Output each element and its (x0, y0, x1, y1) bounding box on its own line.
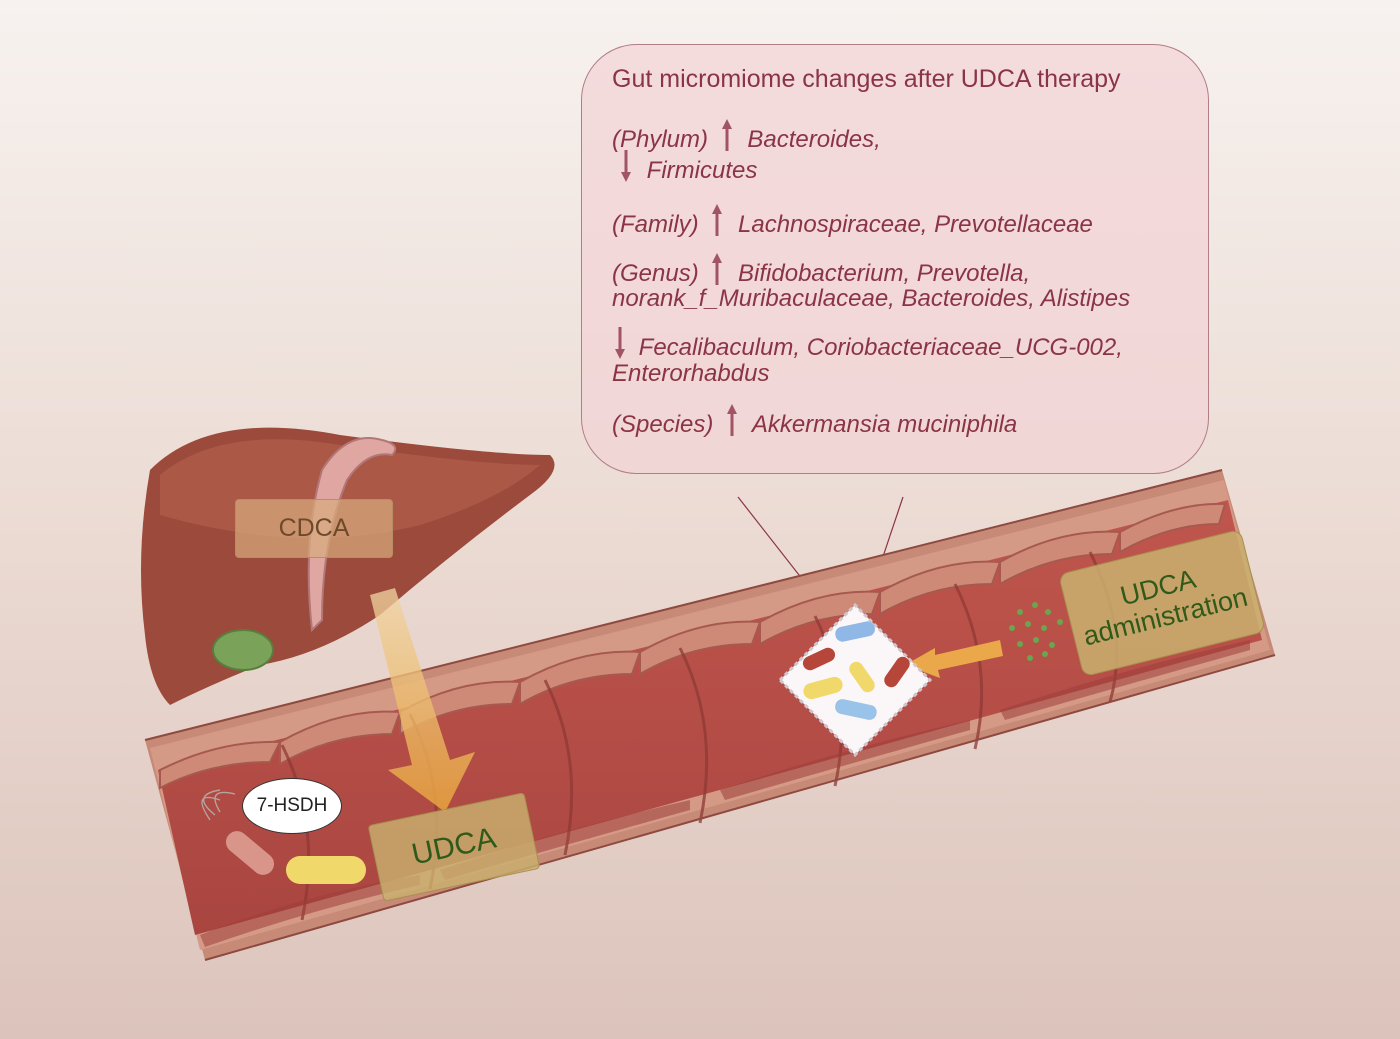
enzyme-label-oval: 7-HSDH (242, 778, 342, 834)
phylum-line: (Phylum) Bacteroides, (612, 117, 881, 154)
up-arrow-icon (727, 404, 738, 436)
genus-line: (Genus) Bifidobacterium, Prevotella, (612, 251, 1030, 288)
species-tag: (Species) (612, 411, 714, 438)
family-tag: (Family) (612, 211, 699, 238)
genus-down-line-2: Enterorhabdus (612, 360, 769, 388)
family-up: Lachnospiraceae, Prevotellaceae (738, 211, 1093, 238)
genus-tag: (Genus) (612, 260, 699, 287)
administration-arrow (905, 640, 1003, 678)
genus-up-2: norank_f_Muribaculaceae, Bacteroides, Al… (612, 285, 1131, 312)
down-arrow-icon (621, 150, 631, 182)
udca-gut-label: UDCA (408, 821, 499, 872)
phylum-down: Firmicutes (646, 157, 758, 184)
phylum-down-line: Firmicutes (620, 148, 757, 185)
cdca-to-udca-arrow (370, 588, 475, 812)
genus-down-1: Fecalibaculum, Coriobacteriaceae_UCG-002… (638, 334, 1123, 361)
genus-down-line: Fecalibaculum, Coriobacteriaceae_UCG-002… (614, 325, 1123, 362)
species-up: Akkermansia muciniphila (751, 411, 1018, 438)
genus-up-line-2: norank_f_Muribaculaceae, Bacteroides, Al… (612, 285, 1130, 313)
species-line: (Species) Akkermansia muciniphila (612, 402, 1017, 439)
microbiome-callout: Gut micromiome changes after UDCA therap… (581, 44, 1209, 474)
cdca-label-box: CDCA (235, 499, 393, 558)
enzyme-label: 7-HSDH (256, 795, 328, 816)
phylum-up: Bacteroides, (747, 126, 881, 153)
down-arrow-icon (615, 327, 625, 359)
up-arrow-icon (721, 119, 732, 151)
gallbladder-icon (212, 629, 274, 671)
genus-down-2: Enterorhabdus (612, 360, 770, 387)
callout-title: Gut micromiome changes after UDCA therap… (612, 65, 1121, 93)
up-arrow-icon (712, 204, 723, 236)
cdca-label: CDCA (278, 514, 350, 542)
genus-up-1: Bifidobacterium, Prevotella, (738, 260, 1031, 287)
family-line: (Family) Lachnospiraceae, Prevotellaceae (612, 202, 1093, 239)
microbiome-patch-icon (777, 602, 933, 758)
up-arrow-icon (712, 253, 723, 285)
phylum-tag: (Phylum) (612, 126, 709, 153)
bacteria-icon (201, 789, 366, 884)
pill-granules-icon (1009, 602, 1063, 661)
